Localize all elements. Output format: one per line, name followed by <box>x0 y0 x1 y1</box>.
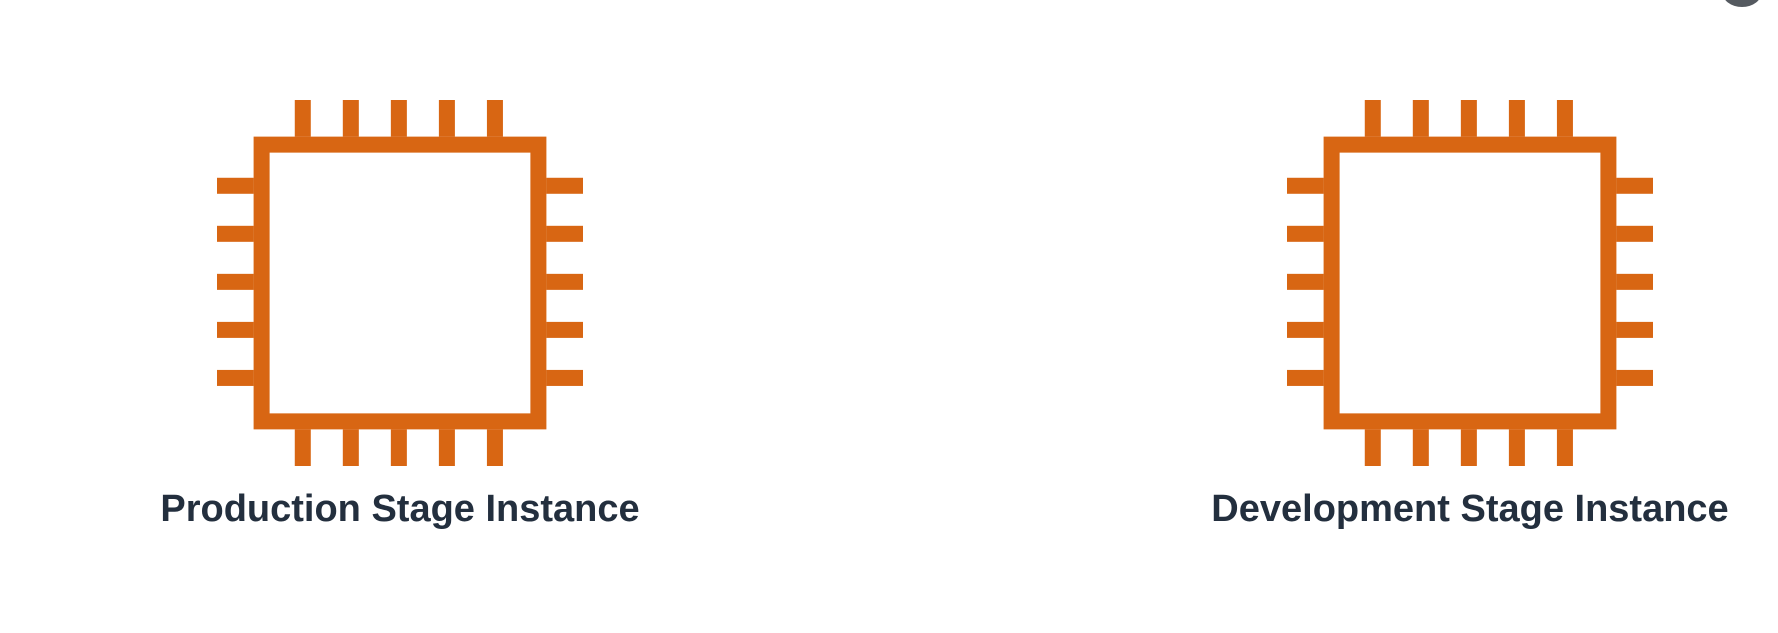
production-stage-instance-label: Production Stage Instance <box>160 488 640 530</box>
production-stage-instance-node[interactable]: Production Stage Instance <box>120 0 680 633</box>
instance-chip-icon <box>1287 100 1653 466</box>
instance-chip-icon <box>217 100 583 466</box>
development-stage-instance-node[interactable]: Development Stage Instance <box>1190 0 1750 633</box>
corner-control-button[interactable] <box>1722 0 1762 7</box>
development-stage-instance-label: Development Stage Instance <box>1211 488 1729 530</box>
